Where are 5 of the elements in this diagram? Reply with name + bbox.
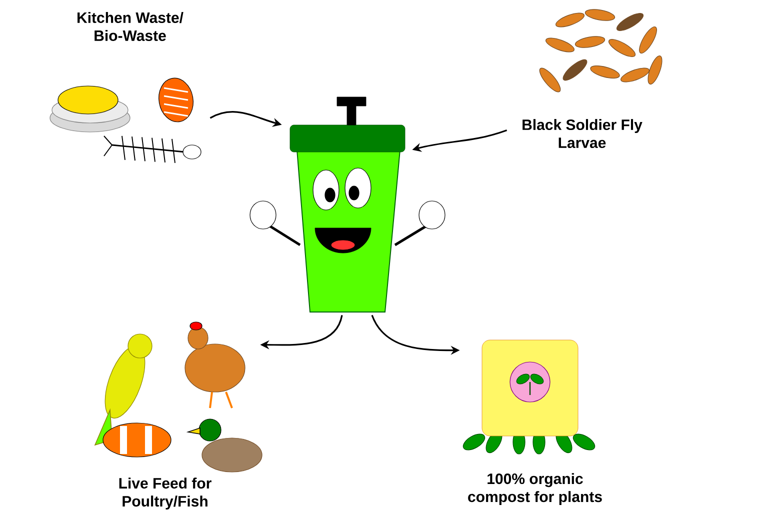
item-label: 100% organic compost for plants xyxy=(468,473,602,506)
item-label: Black Soldier Fly Larvae xyxy=(522,119,642,148)
item-label: Kitchen Waste/ Bio-Waste xyxy=(78,12,184,41)
waste-bin-drawing xyxy=(250,96,446,312)
item-label: Live Feed for Poultry/Fish xyxy=(119,478,212,510)
